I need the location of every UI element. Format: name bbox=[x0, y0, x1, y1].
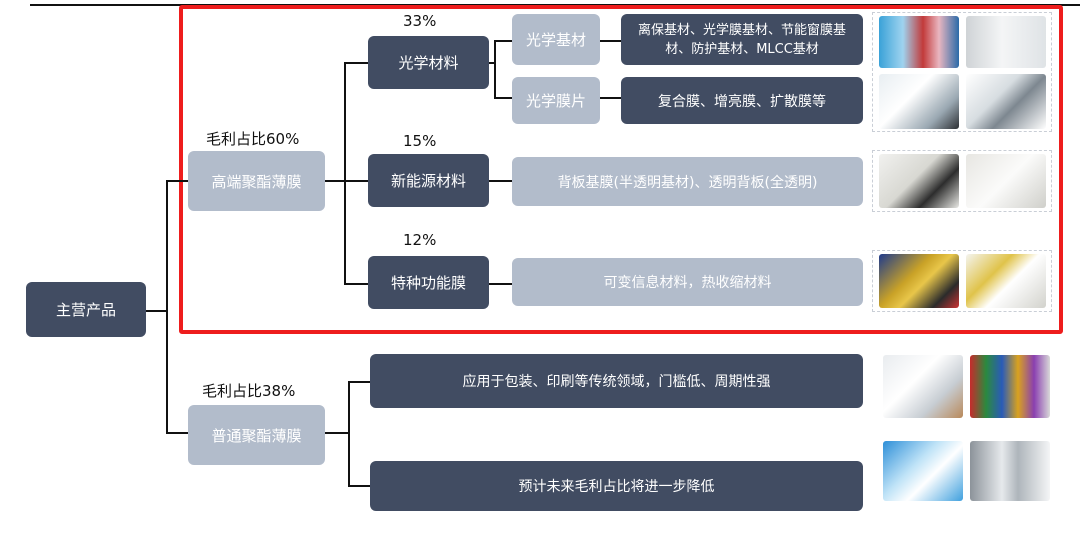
backsheet-photo bbox=[879, 154, 959, 208]
connector bbox=[166, 432, 188, 434]
connector bbox=[344, 62, 346, 285]
connector bbox=[494, 40, 512, 42]
connector bbox=[325, 432, 349, 434]
connector bbox=[489, 180, 512, 182]
connector bbox=[600, 40, 621, 42]
special-film-photo bbox=[879, 254, 959, 308]
connector bbox=[494, 97, 512, 99]
connector bbox=[489, 283, 512, 285]
connector bbox=[348, 381, 350, 487]
optical-rolls-photo bbox=[879, 16, 959, 68]
optical-node: 光学材料 bbox=[368, 36, 489, 89]
connector bbox=[600, 97, 621, 99]
photo-frame bbox=[872, 12, 1052, 132]
connector bbox=[489, 62, 495, 64]
special-film-photo bbox=[966, 254, 1046, 308]
connector bbox=[348, 485, 370, 487]
connector bbox=[494, 40, 496, 99]
optical-film-desc: 复合膜、增亮膜、扩散膜等 bbox=[621, 77, 863, 124]
connector bbox=[344, 62, 368, 64]
connector bbox=[166, 180, 188, 182]
packaging-film-photo bbox=[883, 355, 963, 418]
high-end-node: 高端聚酯薄膜 bbox=[188, 151, 325, 211]
common-desc-2: 预计未来毛利占比将进一步降低 bbox=[370, 461, 863, 511]
packaging-film-photo bbox=[970, 355, 1050, 418]
backsheet-photo bbox=[966, 154, 1046, 208]
optical-rolls-photo bbox=[966, 16, 1046, 68]
connector bbox=[344, 180, 368, 182]
connector bbox=[325, 180, 345, 182]
new-energy-node: 新能源材料 bbox=[368, 154, 489, 207]
common-node: 普通聚酯薄膜 bbox=[188, 405, 325, 465]
photo-frame bbox=[872, 250, 1052, 312]
optical-film-node: 光学膜片 bbox=[512, 77, 600, 124]
photo-frame bbox=[872, 150, 1052, 212]
connector bbox=[348, 381, 370, 383]
optical-pct: 33% bbox=[403, 12, 437, 30]
optical-film-photo bbox=[966, 74, 1046, 129]
optical-substrate-desc: 离保基材、光学膜基材、节能窗膜基材、防护基材、MLCC基材 bbox=[621, 14, 863, 65]
new-energy-pct: 15% bbox=[403, 132, 437, 150]
special-pct: 12% bbox=[403, 231, 437, 249]
special-node: 特种功能膜 bbox=[368, 256, 489, 309]
connector bbox=[145, 310, 167, 312]
connector bbox=[166, 180, 168, 433]
optical-film-photo bbox=[879, 74, 959, 129]
optical-substrate-node: 光学基材 bbox=[512, 14, 600, 65]
root-node: 主营产品 bbox=[26, 282, 146, 337]
printing-film-photo bbox=[970, 441, 1050, 501]
special-desc: 可变信息材料，热收缩材料 bbox=[512, 258, 863, 306]
new-energy-desc: 背板基膜(半透明基材)、透明背板(全透明) bbox=[512, 157, 863, 206]
printing-film-photo bbox=[883, 441, 963, 501]
high-end-margin-label: 毛利占比60% bbox=[206, 130, 300, 148]
highlight-frame bbox=[179, 5, 1063, 334]
common-desc-1: 应用于包装、印刷等传统领域，门槛低、周期性强 bbox=[370, 354, 863, 408]
connector bbox=[344, 283, 368, 285]
common-margin-label: 毛利占比38% bbox=[202, 382, 296, 400]
